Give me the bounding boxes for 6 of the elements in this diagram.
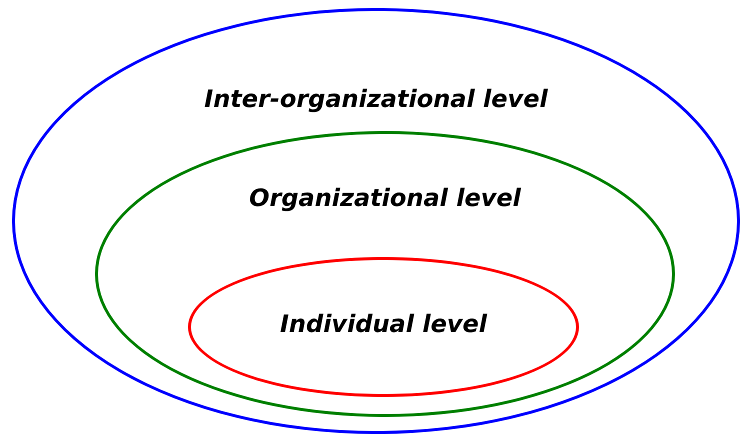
level-label: Individual level (280, 310, 487, 338)
level-label: Organizational level (249, 184, 521, 212)
level-label: Inter-organizational level (204, 85, 548, 113)
ellipse (12, 8, 740, 434)
ellipse (95, 131, 675, 417)
ellipse (188, 257, 579, 397)
